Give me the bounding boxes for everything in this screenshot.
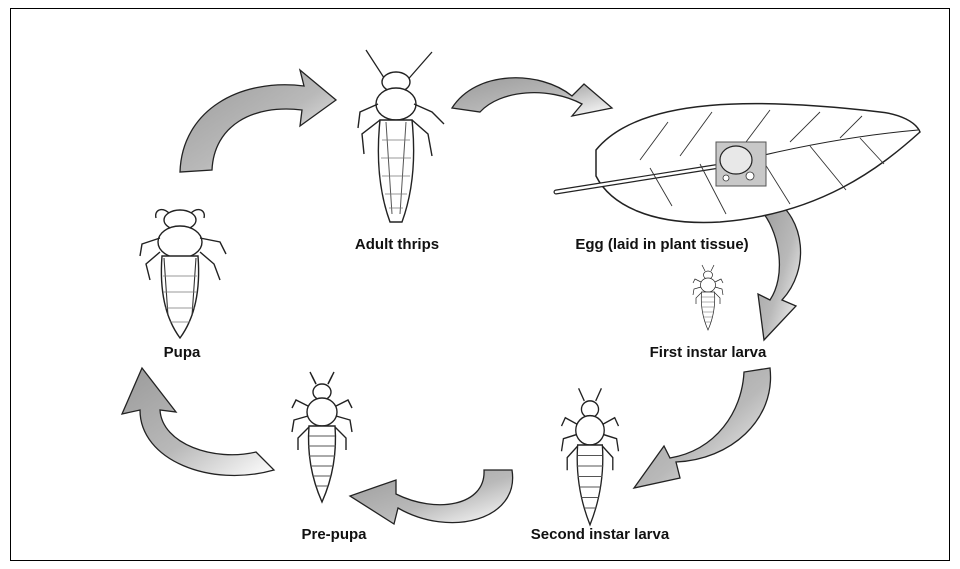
stage-label-adult-thrips: Adult thrips [355, 236, 439, 253]
pre-pupa-illustration [292, 372, 352, 502]
stage-label-first-instar-larva: First instar larva [650, 344, 767, 361]
arrow-adult-to-egg [452, 78, 612, 116]
pupa-illustration [140, 210, 226, 338]
stage-label-pupa: Pupa [164, 344, 201, 361]
second-instar-larva-illustration [562, 388, 619, 524]
adult-thrips-illustration [358, 50, 444, 222]
arrow-pre-pupa-to-pupa [122, 368, 274, 475]
arrow-first-to-second-instar [634, 368, 771, 488]
stage-label-second-instar-larva: Second instar larva [531, 526, 669, 543]
arrow-pupa-to-adult [180, 70, 336, 172]
arrow-egg-to-first-instar [758, 198, 801, 340]
stage-label-pre-pupa: Pre-pupa [301, 526, 366, 543]
arrow-second-instar-to-pre-pupa [350, 470, 513, 524]
leaf-illustration [556, 104, 920, 223]
first-instar-larva-illustration [693, 265, 723, 330]
stage-label-egg: Egg (laid in plant tissue) [575, 236, 748, 253]
